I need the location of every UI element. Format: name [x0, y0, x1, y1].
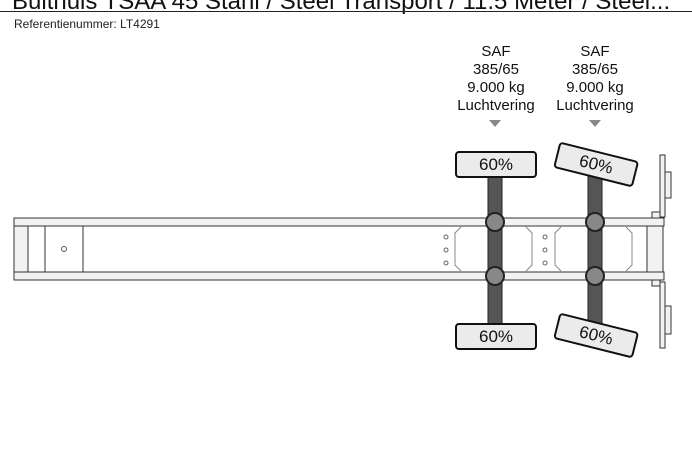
- axle-2-tire-top: [553, 142, 639, 187]
- axle-1-capacity: 9.000 kg: [467, 79, 525, 96]
- axle-1-tire-bottom-label: 60%: [479, 327, 513, 346]
- title-divider: [0, 11, 692, 12]
- chassis-frame: [13, 217, 665, 281]
- axle-2: 60% 60%: [553, 142, 639, 358]
- axle-2-capacity: 9.000 kg: [566, 79, 624, 96]
- axle-1: 60% 60%: [455, 151, 537, 350]
- axle-1-tire-bottom: [455, 323, 537, 350]
- axle-1-tire-top-label: 60%: [479, 155, 513, 174]
- axle-1-tire-top: [455, 151, 537, 178]
- kingpin-icon: [61, 246, 67, 252]
- mount-holes: [443, 234, 548, 266]
- axle-1-brand: SAF: [481, 43, 511, 60]
- axle-2-tire-bottom: [553, 313, 639, 358]
- axle-1-label: SAF 385/65 9.000 kg Luchtvering: [446, 43, 546, 115]
- axle-2-label: SAF 385/65 9.000 kg Luchtvering: [545, 43, 645, 115]
- axle-1-suspension: Luchtvering: [457, 97, 535, 114]
- reference-number: Referentienummer: LT4291: [14, 17, 160, 31]
- rear-bumper: [651, 154, 672, 349]
- axle-2-marker-icon: [589, 120, 601, 127]
- axle-2-tire-size: 385/65: [572, 61, 618, 78]
- page-title: Bulthuis TSAA 45 Stahl / Steel Transport…: [12, 0, 671, 15]
- axle-2-suspension: Luchtvering: [556, 97, 634, 114]
- axle-1-tire-size: 385/65: [473, 61, 519, 78]
- cross-members: [454, 226, 633, 272]
- axle-1-marker-icon: [489, 120, 501, 127]
- axle-2-brand: SAF: [580, 43, 610, 60]
